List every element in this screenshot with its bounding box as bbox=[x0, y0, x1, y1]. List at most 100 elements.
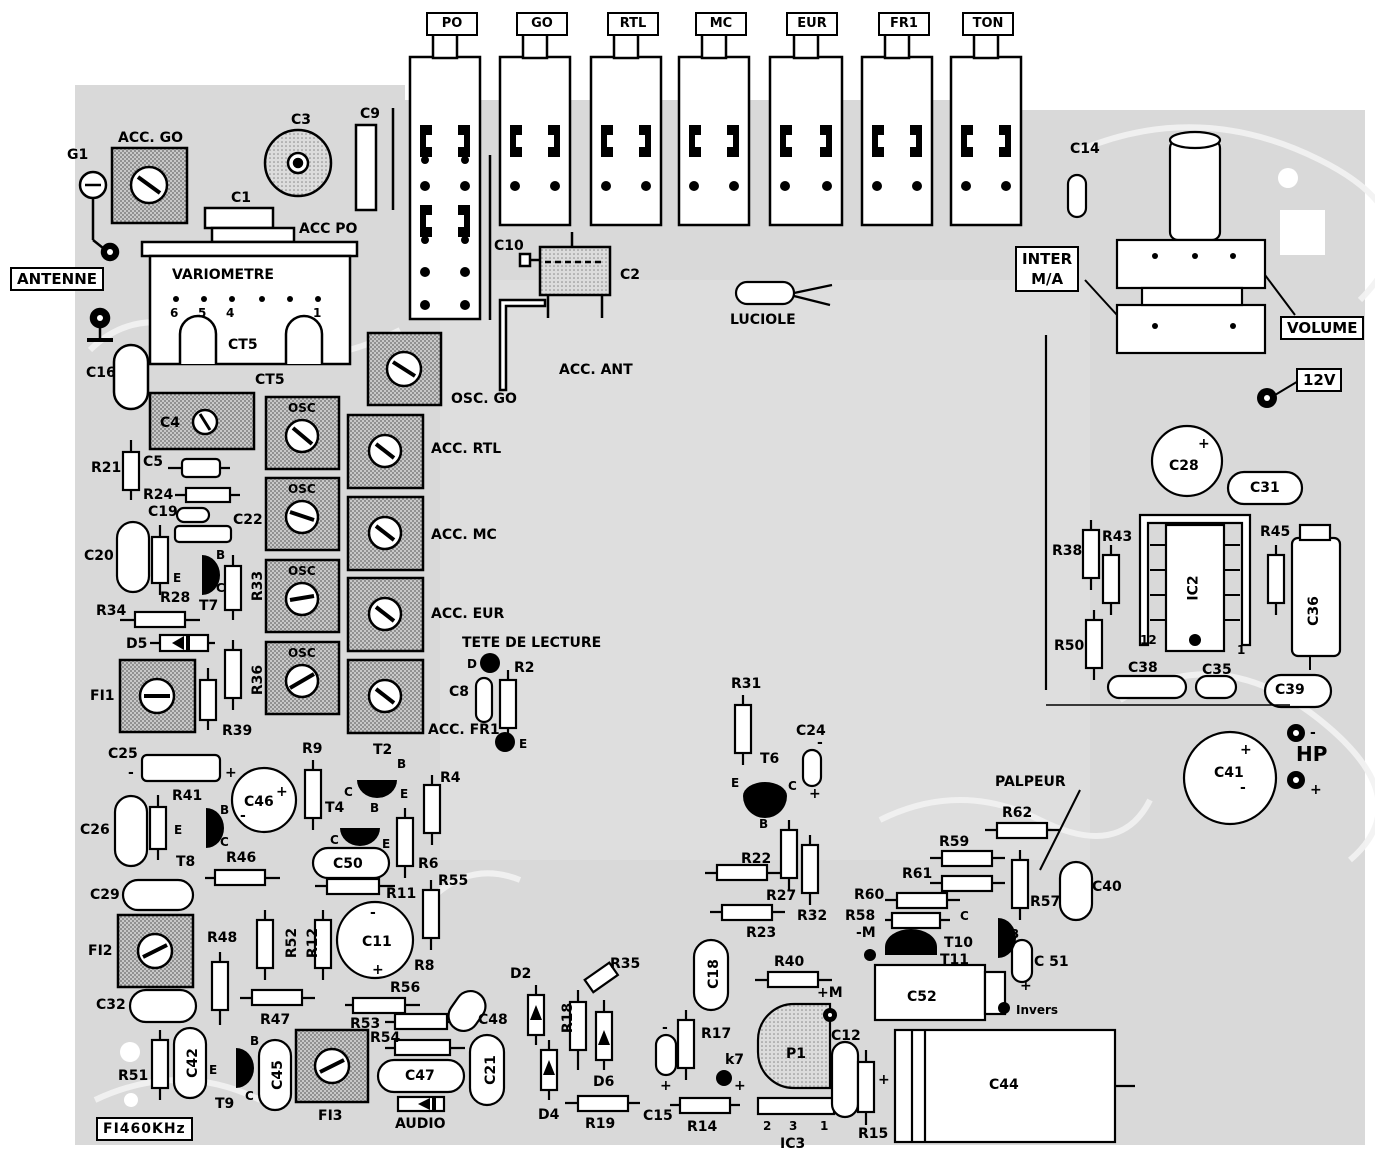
ref-r19: R19 bbox=[585, 1116, 616, 1132]
transistor-t6 bbox=[743, 782, 787, 818]
transistor-t2 bbox=[357, 780, 397, 798]
ref-r36: R36 bbox=[250, 664, 267, 696]
ref-r4: R4 bbox=[440, 770, 461, 786]
c46-plus-mark: + bbox=[276, 784, 288, 800]
ref-r33: R33 bbox=[250, 570, 267, 602]
ref-r46: R46 bbox=[226, 850, 257, 866]
ref-c24: C24 bbox=[796, 723, 826, 739]
c41-plus-mark: + bbox=[1240, 742, 1252, 758]
osc-label-2: OSC bbox=[288, 482, 316, 496]
ref-ct5-variometre: CT5 bbox=[228, 337, 258, 353]
ref-r48: R48 bbox=[207, 930, 238, 946]
ref-r24: R24 bbox=[143, 487, 174, 503]
ref-r22: R22 bbox=[741, 851, 772, 867]
ref-r35: R35 bbox=[610, 956, 641, 972]
ref-r59: R59 bbox=[939, 834, 970, 850]
ref-p1: P1 bbox=[786, 1046, 807, 1062]
c11-minus-mark: - bbox=[370, 905, 376, 921]
t10-collector-mark: C bbox=[960, 909, 969, 923]
t9-emitter-mark: E bbox=[209, 1063, 218, 1077]
t2-emitter-mark: E bbox=[400, 787, 409, 801]
ref-c35: C35 bbox=[1202, 662, 1232, 678]
transistor-t9 bbox=[236, 1048, 254, 1088]
ref-t8: T8 bbox=[176, 854, 196, 870]
motor-plus-mark: +M bbox=[817, 985, 843, 1001]
ref-t7: T7 bbox=[199, 598, 219, 614]
t6-base-mark: B bbox=[759, 817, 769, 831]
ref-r51: R51 bbox=[118, 1068, 149, 1084]
t6-emitter-mark: E bbox=[731, 776, 740, 790]
ref-k7: k7 bbox=[725, 1052, 745, 1068]
ref-ic3: IC3 bbox=[780, 1136, 806, 1152]
t2-collector-mark: C bbox=[344, 785, 353, 799]
hp-plus-mark: + bbox=[1310, 782, 1322, 798]
ref-c44: C44 bbox=[989, 1077, 1019, 1093]
switch-label-go: GO bbox=[516, 12, 568, 36]
ref-r34: R34 bbox=[96, 603, 127, 619]
t9-base-mark: B bbox=[250, 1034, 260, 1048]
ref-r45: R45 bbox=[1260, 524, 1291, 540]
osc-label-1: OSC bbox=[288, 401, 316, 415]
switch-label-po: PO bbox=[426, 12, 478, 36]
t6-collector-mark: C bbox=[788, 779, 797, 793]
ref-r57: R57 bbox=[1030, 894, 1061, 910]
ref-t10: T10 bbox=[944, 935, 974, 951]
ref-r58: R58 bbox=[845, 908, 876, 924]
variometre-pin-6: 6 bbox=[170, 306, 179, 320]
c25-plus-mark: + bbox=[225, 765, 237, 781]
ref-r32: R32 bbox=[797, 908, 828, 924]
variometre-pin-4: 4 bbox=[226, 306, 235, 320]
osc-label-4: OSC bbox=[288, 646, 316, 660]
c15-plus-mark: + bbox=[660, 1078, 672, 1094]
ref-ic2: IC2 bbox=[1185, 575, 1202, 601]
fi-frequency-label: FI460KHz bbox=[96, 1117, 193, 1141]
c46-minus-mark: - bbox=[240, 808, 246, 824]
ref-c41: C41 bbox=[1214, 765, 1244, 781]
variometre-label: VARIOMETRE bbox=[172, 267, 274, 283]
switch-label-rtl: RTL bbox=[607, 12, 659, 36]
ref-d5: D5 bbox=[126, 636, 148, 652]
t4-collector-mark: C bbox=[330, 833, 339, 847]
ref-c45: C45 bbox=[269, 1060, 286, 1090]
ref-r55: R55 bbox=[438, 873, 469, 889]
ref-r43: R43 bbox=[1102, 529, 1133, 545]
c28-plus-mark: + bbox=[1198, 436, 1210, 452]
ref-c26: C26 bbox=[80, 822, 110, 838]
ref-c12: C12 bbox=[831, 1028, 861, 1044]
c44-plus-mark: + bbox=[878, 1072, 890, 1088]
ref-c3: C3 bbox=[291, 112, 312, 128]
ref-c28: C28 bbox=[1169, 458, 1199, 474]
hp-minus-mark: - bbox=[1310, 725, 1316, 741]
ref-r9: R9 bbox=[302, 741, 323, 757]
switch-label-fr1: FR1 bbox=[878, 12, 930, 36]
acc-eur-label: ACC. EUR bbox=[431, 606, 505, 622]
ref-r38: R38 bbox=[1052, 543, 1083, 559]
transistor-t10 bbox=[885, 929, 937, 955]
ref-t11: T11 bbox=[940, 952, 970, 968]
tete-e-mark: E bbox=[519, 737, 528, 751]
t7-emitter-mark: E bbox=[173, 571, 182, 585]
switch-label-eur: EUR bbox=[786, 12, 838, 36]
ref-c19: C19 bbox=[148, 504, 178, 520]
ref-c10: C10 bbox=[494, 238, 524, 254]
switch-label-ton: TON bbox=[962, 12, 1014, 36]
tete-de-lecture-label: TETE DE LECTURE bbox=[462, 635, 602, 651]
c15-minus-mark: - bbox=[662, 1020, 668, 1036]
ref-r2: R2 bbox=[514, 660, 535, 676]
ref-d6: D6 bbox=[593, 1074, 615, 1090]
c24-plus-mark: + bbox=[809, 786, 821, 802]
ref-c51: C 51 bbox=[1034, 954, 1069, 970]
motor-minus-mark: -M bbox=[856, 925, 876, 941]
palpeur-label: PALPEUR bbox=[995, 774, 1066, 790]
ref-c50: C50 bbox=[333, 856, 363, 872]
ref-c25: C25 bbox=[108, 746, 138, 762]
ref-r28: R28 bbox=[160, 590, 191, 606]
acc-fr1-label: ACC. FR1 bbox=[428, 722, 500, 738]
ref-c36: C36 bbox=[1305, 596, 1322, 626]
t4-emitter-mark: E bbox=[382, 837, 391, 851]
transistor-t7 bbox=[202, 555, 220, 595]
invers-label: Invers bbox=[1016, 1003, 1059, 1017]
ref-r56: R56 bbox=[390, 980, 421, 996]
ic3-pin-1-mark: 1 bbox=[820, 1119, 829, 1133]
